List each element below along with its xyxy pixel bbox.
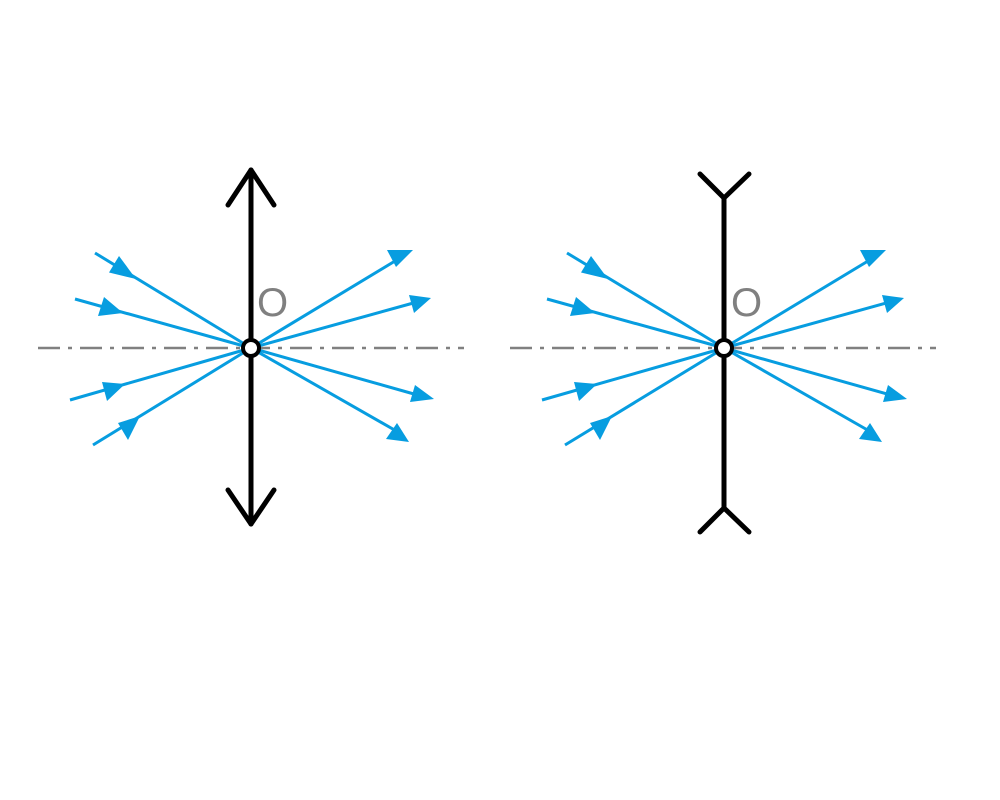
top-fork-tip — [697, 171, 752, 201]
center-label: O — [731, 281, 762, 325]
arrow-head — [98, 297, 123, 316]
optical-center-point — [241, 338, 261, 358]
optical-center-point — [714, 338, 734, 358]
arrow-head — [574, 382, 597, 401]
bottom-fork-tip — [697, 505, 752, 535]
arrow-head — [882, 295, 904, 313]
incoming-ray — [69, 346, 252, 402]
arrow-head — [118, 416, 140, 440]
outgoing-ray — [723, 300, 891, 350]
outgoing-ray — [723, 346, 895, 398]
arrow-head — [860, 250, 886, 267]
arrow-head — [386, 423, 409, 442]
arrow-head — [590, 416, 612, 440]
arrow-head — [109, 256, 136, 279]
outgoing-rays — [723, 250, 907, 442]
outgoing-ray — [250, 346, 422, 398]
outgoing-ray — [250, 346, 399, 434]
convex-lens-diagram: O — [38, 167, 464, 527]
top-arrow-tip — [225, 167, 277, 208]
arrow-head — [859, 423, 882, 442]
arrow-head — [410, 385, 434, 402]
outgoing-ray — [250, 256, 401, 350]
incoming-ray — [92, 346, 252, 447]
concave-lens-diagram: O — [510, 171, 936, 535]
outgoing-ray — [250, 300, 418, 350]
incoming-ray — [564, 346, 725, 447]
center-label: O — [257, 281, 288, 325]
arrow-head — [883, 385, 907, 402]
arrow-head — [387, 250, 413, 267]
outgoing-ray — [723, 256, 874, 350]
arrow-head — [409, 295, 431, 313]
incoming-ray — [541, 346, 725, 402]
arrow-head — [581, 256, 608, 279]
arrow-head — [570, 297, 595, 316]
incoming-rays — [541, 251, 725, 447]
arrow-head — [102, 382, 125, 401]
outgoing-rays — [250, 250, 434, 442]
incoming-rays — [69, 251, 252, 447]
outgoing-ray — [723, 346, 872, 434]
bottom-arrow-tip — [225, 487, 277, 527]
